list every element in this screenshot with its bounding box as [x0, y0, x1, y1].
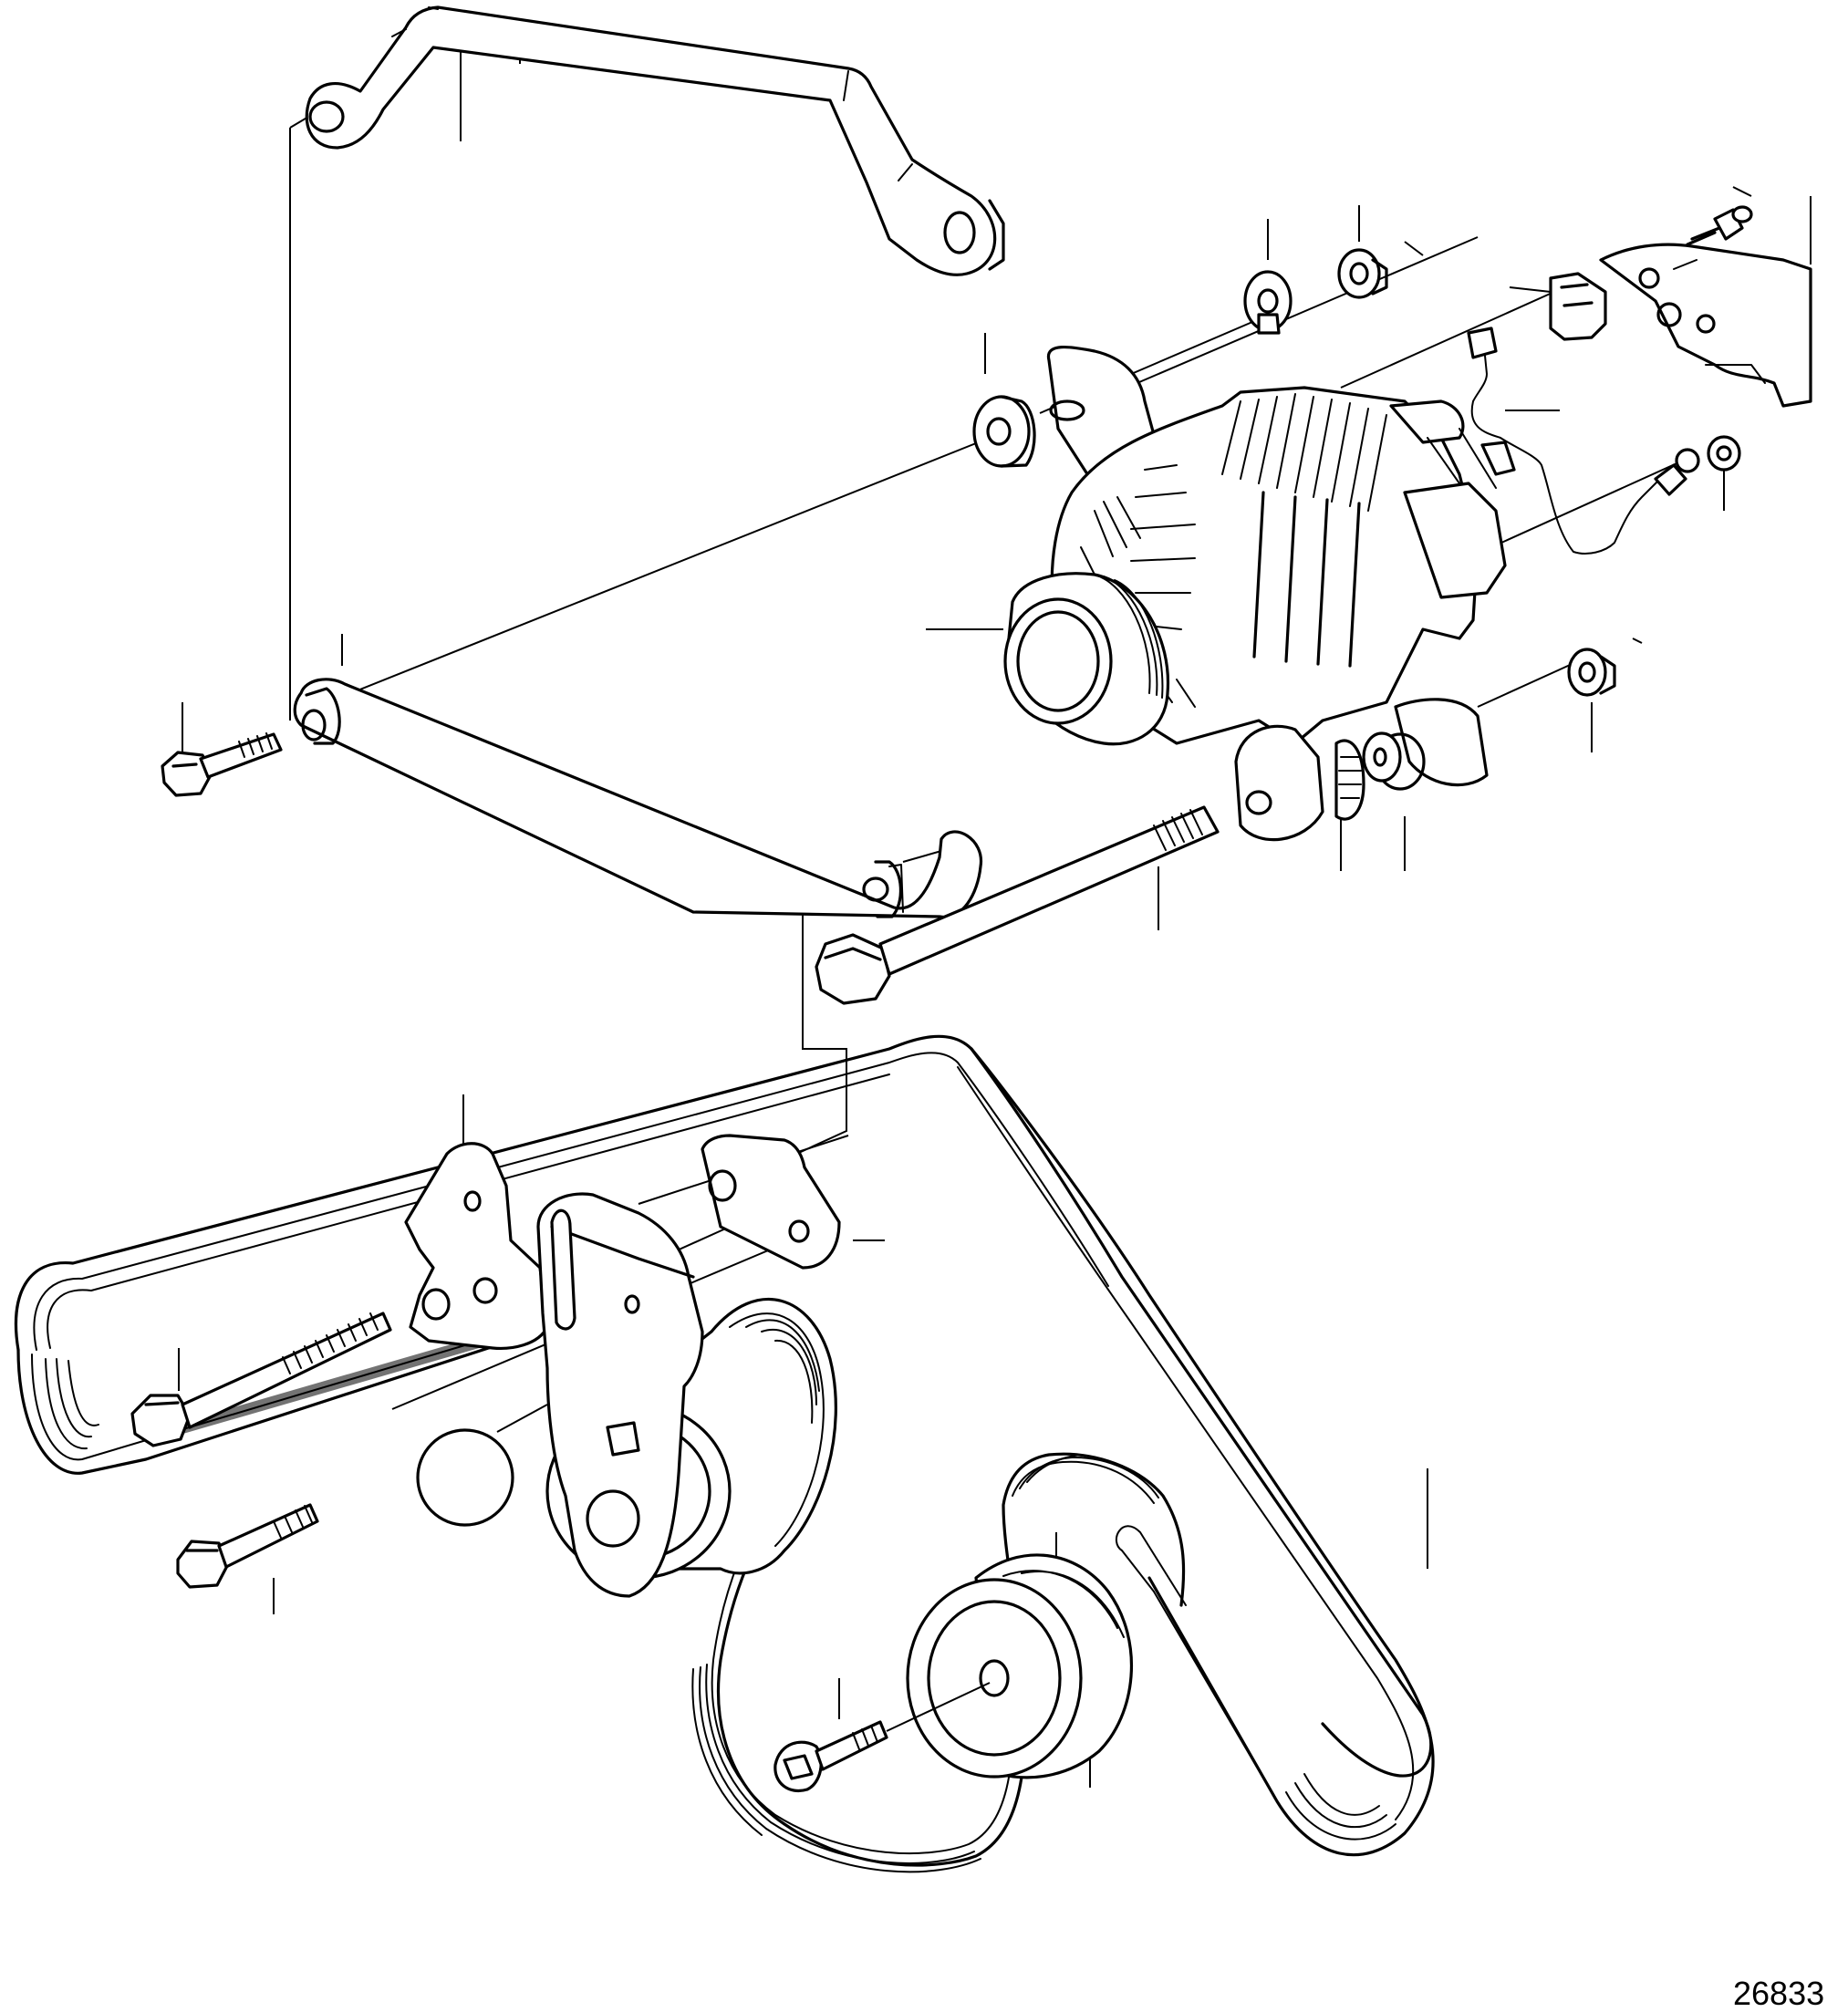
lower-bolt: [176, 1503, 319, 1589]
tensioner-bolt: [130, 1312, 392, 1447]
long-through-bolt: [815, 805, 1220, 1005]
idler-bolt: [773, 1682, 991, 1792]
plug-cap: [416, 1428, 514, 1527]
arm-bolt: [161, 732, 283, 797]
poly-v-belt: [14, 1034, 1435, 1873]
adjusting-arm: [293, 678, 982, 919]
cable-clip: [1549, 272, 1607, 341]
spacer-washer-top: [1243, 270, 1293, 335]
upper-support-bracket: [305, 5, 1005, 276]
cover-screw: [1686, 205, 1753, 246]
figure-number: 26833: [1733, 1975, 1825, 2012]
spacer-washer-left: [972, 395, 1036, 468]
nut-right: [1567, 648, 1616, 697]
nut-top: [1337, 248, 1388, 299]
cable-harness: [1467, 327, 1741, 555]
protective-cover: [1599, 243, 1812, 408]
alternator-pulley: [1003, 572, 1170, 746]
tensioner-bracket: [404, 1134, 841, 1598]
idler-pulley: [906, 1553, 1133, 1779]
